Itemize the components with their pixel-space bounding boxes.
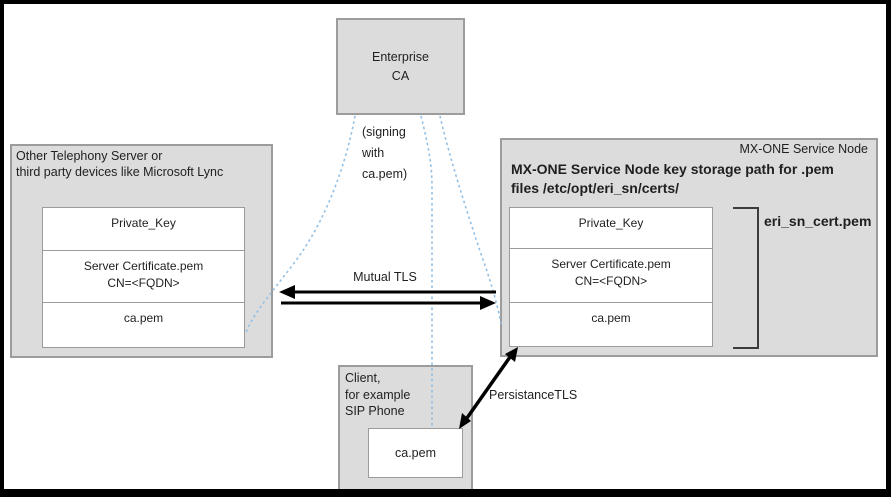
mxone-storage-note: MX-ONE Service Node key storage path for…: [511, 161, 834, 196]
left-ca-pem-section: ca.pem: [123, 311, 164, 325]
client-title: Client, for example SIP Phone: [345, 371, 411, 418]
persistance-tls-arrow: [459, 347, 518, 429]
signing-note: (signing with ca.pem): [362, 125, 408, 181]
mutual-tls-arrows: [279, 285, 496, 310]
right-server-cert-section: Server Certificate.pem CN=<FQDN>: [510, 249, 712, 303]
left-private-key-section: Private_Key: [43, 208, 244, 251]
left-cert-store: Private_Key Server Certificate.pem CN=<F…: [42, 207, 245, 348]
mxone-service-node-box: MX-ONE Service Node MX-ONE Service Node …: [500, 138, 878, 357]
right-cert-store: Private_Key Server Certificate.pem CN=<F…: [509, 207, 713, 347]
signing-curves: [245, 115, 502, 427]
client-sip-phone-box: Client, for example SIP Phone ca.pem: [338, 365, 473, 492]
enterprise-ca-box: Enterprise CA: [336, 18, 465, 115]
signing-curve-left: [245, 115, 356, 333]
left-server-cert-section: Server Certificate.pem CN=<FQDN>: [43, 251, 244, 303]
signing-curve-middle: [420, 115, 433, 427]
other-telephony-server-title: Other Telephony Server or third party de…: [16, 149, 224, 179]
eri-sn-cert-label: eri_sn_cert.pem: [764, 213, 872, 229]
right-private-key-section: Private_Key: [510, 208, 712, 249]
right-ca-pem-section: ca.pem: [591, 311, 631, 325]
other-telephony-server-box: Other Telephony Server or third party de…: [10, 144, 273, 358]
client-ca-pem-box: ca.pem: [368, 428, 463, 478]
mxone-corner-label: MX-ONE Service Node: [739, 142, 868, 156]
enterprise-ca-label: Enterprise CA: [372, 49, 429, 83]
persistance-tls-label: PersistanceTLS: [489, 388, 578, 402]
mutual-tls-label: Mutual TLS: [353, 270, 417, 284]
cert-group-bracket: [733, 207, 759, 349]
client-ca-pem-label: ca.pem: [395, 446, 436, 460]
